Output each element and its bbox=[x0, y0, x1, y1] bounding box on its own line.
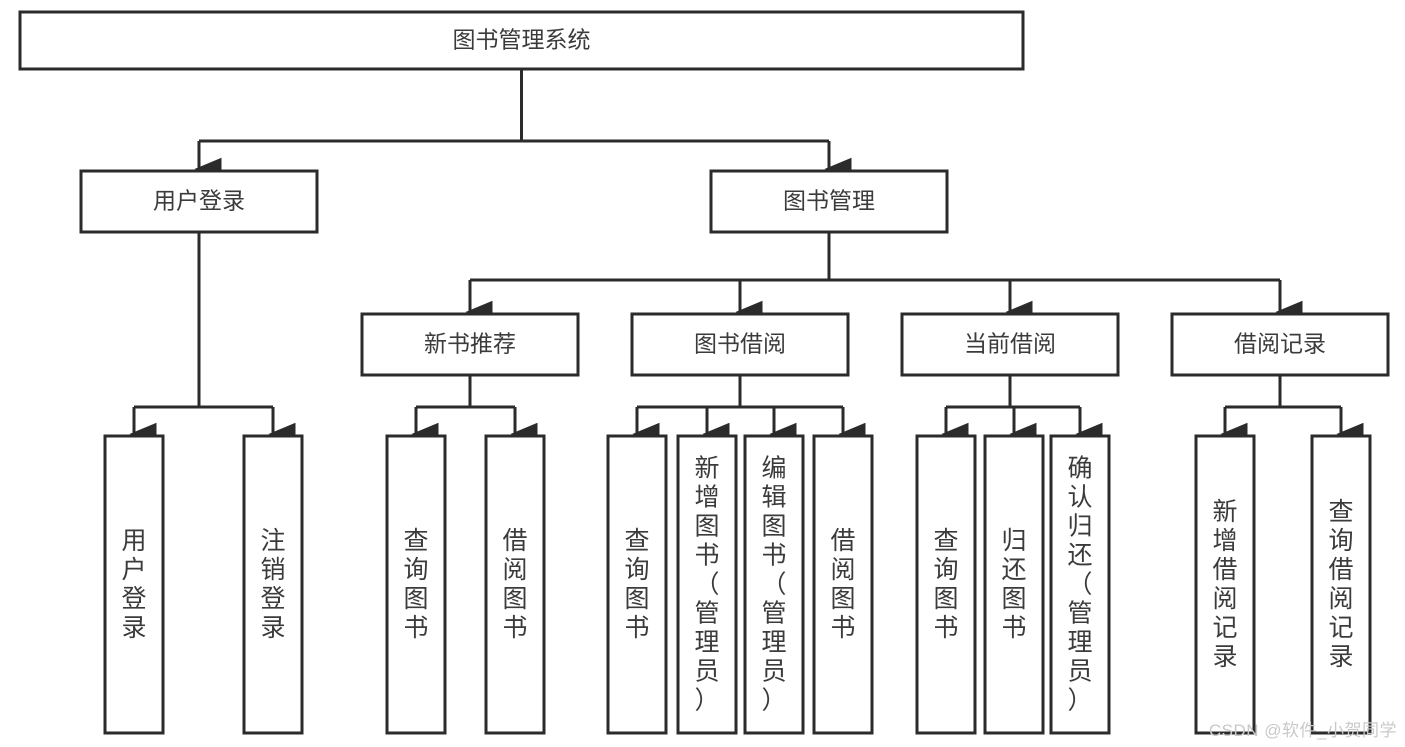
root-node-root[interactable]: 图书管理系统 bbox=[18, 10, 1025, 71]
node-box bbox=[709, 169, 949, 234]
node-box bbox=[915, 434, 977, 735]
module-node-book-management[interactable]: 图书管理 bbox=[709, 169, 949, 234]
node-box bbox=[242, 434, 304, 735]
node-label: 借阅记录 bbox=[1234, 331, 1326, 357]
submodule-node-borrow-record[interactable]: 借阅记录 bbox=[1170, 312, 1390, 377]
node-box bbox=[1194, 434, 1256, 735]
node-label-vertical: 新增借阅记录 bbox=[1212, 498, 1237, 671]
watermark-label: CSDN @软件_小贺同学 bbox=[1208, 721, 1397, 740]
node-label-vertical: 借阅图书 bbox=[830, 527, 855, 642]
node-label-vertical: 新增图书（管理员） bbox=[694, 455, 719, 715]
leaf-node-leaf-borrow-book-recommend[interactable]: 借阅图书 bbox=[484, 434, 546, 735]
submodule-node-current-borrow[interactable]: 当前借阅 bbox=[900, 312, 1120, 377]
node-label: 图书管理 bbox=[783, 188, 875, 214]
node-box bbox=[900, 312, 1120, 377]
node-box bbox=[1310, 434, 1372, 735]
leaf-node-leaf-user-login[interactable]: 用户登录 bbox=[103, 434, 165, 735]
node-label: 图书管理系统 bbox=[453, 27, 591, 53]
node-box bbox=[983, 434, 1045, 735]
leaf-node-leaf-query-borrow-record[interactable]: 查询借阅记录 bbox=[1310, 434, 1372, 735]
leaf-node-leaf-logout[interactable]: 注销登录 bbox=[242, 434, 304, 735]
node-label-vertical: 查询图书 bbox=[624, 527, 649, 642]
leaf-node-leaf-add-book-admin[interactable]: 新增图书（管理员） bbox=[676, 434, 738, 735]
node-layer: 图书管理系统用户登录图书管理新书推荐图书借阅当前借阅借阅记录用户登录注销登录查询… bbox=[18, 10, 1390, 735]
node-box bbox=[743, 434, 805, 735]
node-label: 用户登录 bbox=[153, 188, 245, 214]
node-box bbox=[676, 434, 738, 735]
node-label: 新书推荐 bbox=[424, 331, 516, 357]
node-box bbox=[385, 434, 447, 735]
node-box bbox=[18, 10, 1025, 71]
node-box bbox=[606, 434, 668, 735]
node-label-vertical: 查询图书 bbox=[403, 527, 428, 642]
module-node-user-login[interactable]: 用户登录 bbox=[79, 169, 319, 234]
node-label-vertical: 查询图书 bbox=[933, 527, 958, 642]
submodule-node-new-book-recommend[interactable]: 新书推荐 bbox=[360, 312, 580, 377]
node-box bbox=[360, 312, 580, 377]
connector-layer bbox=[129, 69, 1364, 446]
leaf-node-leaf-confirm-return-admin[interactable]: 确认归还（管理员） bbox=[1049, 434, 1111, 735]
node-box bbox=[812, 434, 874, 735]
node-label-vertical: 借阅图书 bbox=[502, 527, 527, 642]
node-box bbox=[1049, 434, 1111, 735]
leaf-node-leaf-query-book-current[interactable]: 查询图书 bbox=[915, 434, 977, 735]
node-box bbox=[630, 312, 850, 377]
leaf-node-leaf-add-borrow-record[interactable]: 新增借阅记录 bbox=[1194, 434, 1256, 735]
node-label-vertical: 确认归还（管理员） bbox=[1067, 455, 1092, 715]
node-box bbox=[484, 434, 546, 735]
node-label-vertical: 归还图书 bbox=[1001, 527, 1026, 642]
node-box bbox=[1170, 312, 1390, 377]
node-label: 当前借阅 bbox=[964, 331, 1056, 357]
leaf-node-leaf-query-book-recommend[interactable]: 查询图书 bbox=[385, 434, 447, 735]
node-box bbox=[79, 169, 319, 234]
node-label-vertical: 编辑图书（管理员） bbox=[761, 455, 786, 715]
leaf-node-leaf-return-book[interactable]: 归还图书 bbox=[983, 434, 1045, 735]
leaf-node-leaf-query-book-borrow[interactable]: 查询图书 bbox=[606, 434, 668, 735]
node-box bbox=[103, 434, 165, 735]
node-label-vertical: 用户登录 bbox=[121, 527, 146, 642]
node-label-vertical: 查询借阅记录 bbox=[1328, 498, 1353, 671]
node-label: 图书借阅 bbox=[694, 331, 786, 357]
node-label-vertical: 注销登录 bbox=[260, 527, 285, 642]
leaf-node-leaf-borrow-book[interactable]: 借阅图书 bbox=[812, 434, 874, 735]
submodule-node-book-borrow[interactable]: 图书借阅 bbox=[630, 312, 850, 377]
leaf-node-leaf-edit-book-admin[interactable]: 编辑图书（管理员） bbox=[743, 434, 805, 735]
